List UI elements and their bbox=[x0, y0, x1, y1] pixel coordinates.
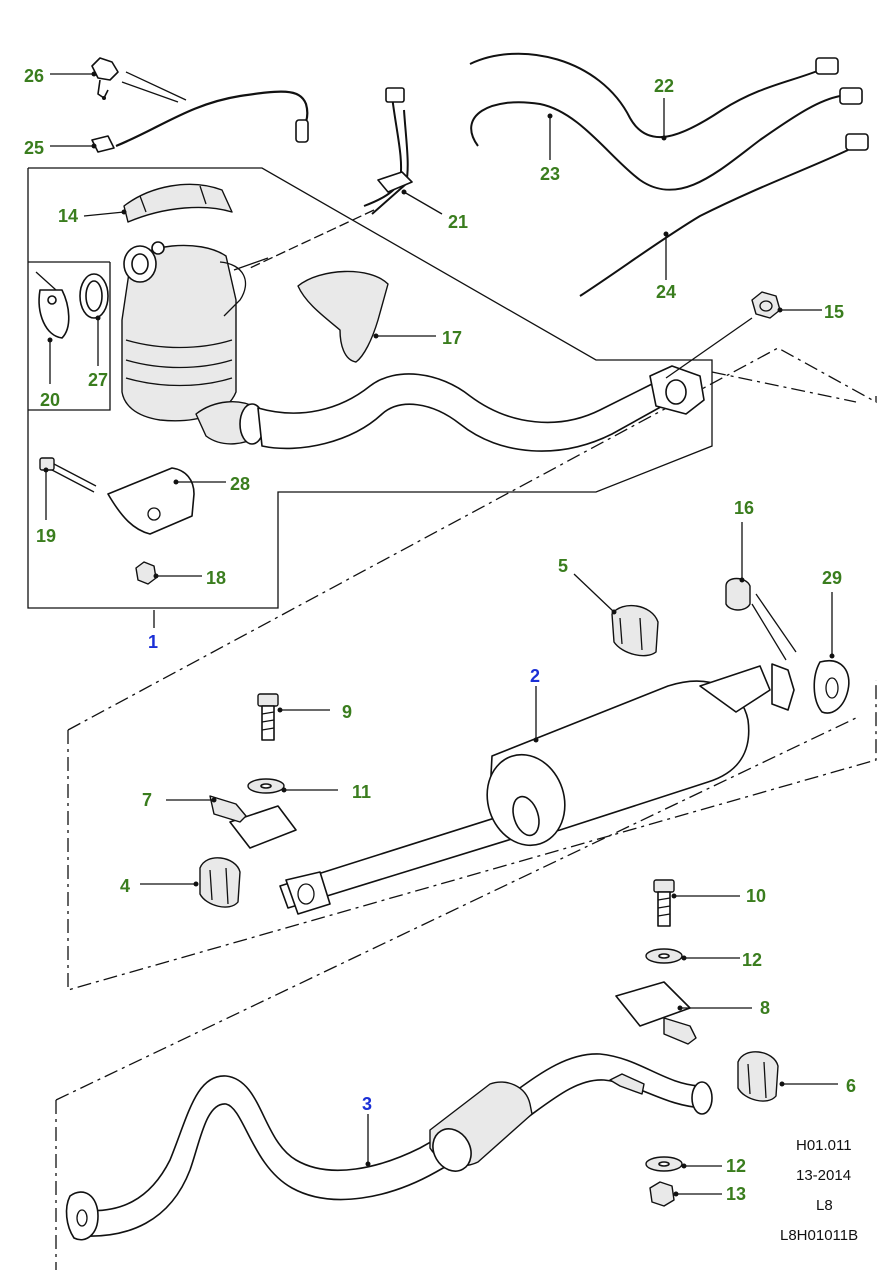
callout-15: 15 bbox=[824, 302, 844, 322]
heat-shield-14 bbox=[123, 183, 233, 223]
callout-12-upper: 12 bbox=[742, 950, 762, 970]
callout-12-lower: 12 bbox=[726, 1156, 746, 1176]
gasket-27 bbox=[79, 273, 109, 319]
callout-4: 4 bbox=[120, 876, 130, 896]
callout-10: 10 bbox=[746, 886, 766, 906]
callout-labels: 1 2 3 4 5 6 7 8 9 10 11 12 12 13 14 15 1… bbox=[24, 66, 856, 1204]
washer-12-lower bbox=[645, 1156, 683, 1172]
reference-block: H01.011 13-2014 L8 L8H01011B bbox=[780, 1137, 858, 1244]
callout-1: 1 bbox=[148, 632, 158, 652]
callout-2: 2 bbox=[530, 666, 540, 686]
callout-9: 9 bbox=[342, 702, 352, 722]
dashed-boundaries bbox=[55, 347, 877, 1270]
mount-4 bbox=[199, 857, 241, 908]
callout-21: 21 bbox=[448, 212, 468, 232]
callout-28: 28 bbox=[230, 474, 250, 494]
callout-5: 5 bbox=[558, 556, 568, 576]
callout-18: 18 bbox=[206, 568, 226, 588]
reference-code: H01.011 bbox=[796, 1137, 852, 1154]
mount-5 bbox=[611, 604, 659, 657]
callout-29: 29 bbox=[822, 568, 842, 588]
callout-14: 14 bbox=[58, 206, 78, 226]
heat-shield-17 bbox=[297, 270, 389, 363]
callout-13: 13 bbox=[726, 1184, 746, 1204]
reference-date: 13-2014 bbox=[796, 1167, 851, 1184]
hanger-bracket-7 bbox=[209, 795, 297, 849]
callout-11: 11 bbox=[352, 782, 371, 802]
oxygen-sensor-25 bbox=[91, 90, 309, 153]
nut-18 bbox=[135, 561, 157, 585]
tail-pipe-3 bbox=[65, 1053, 713, 1241]
callout-26: 26 bbox=[24, 66, 44, 86]
catalytic-converter bbox=[121, 241, 269, 445]
callout-3: 3 bbox=[362, 1094, 372, 1114]
temp-sensors-22-23-24 bbox=[469, 52, 869, 297]
callout-17: 17 bbox=[442, 328, 462, 348]
muffler-2 bbox=[279, 659, 850, 915]
nut-16 bbox=[725, 577, 797, 661]
leader-lines bbox=[43, 71, 838, 1197]
callout-27: 27 bbox=[88, 370, 108, 390]
reference-model: L8 bbox=[816, 1197, 833, 1214]
front-pipe bbox=[257, 365, 705, 452]
sensor-clip-26 bbox=[91, 57, 187, 103]
washer-11 bbox=[247, 778, 285, 794]
nut-13 bbox=[649, 1181, 675, 1207]
callout-22: 22 bbox=[654, 76, 674, 96]
callout-23: 23 bbox=[540, 164, 560, 184]
callout-19: 19 bbox=[36, 526, 56, 546]
callout-20: 20 bbox=[40, 390, 60, 410]
callout-16: 16 bbox=[734, 498, 754, 518]
callout-8: 8 bbox=[760, 998, 770, 1018]
callout-6: 6 bbox=[846, 1076, 856, 1096]
bracket-28 bbox=[107, 467, 195, 535]
callout-25: 25 bbox=[24, 138, 44, 158]
washer-12-upper bbox=[645, 948, 683, 964]
bolt-10 bbox=[653, 879, 675, 927]
assembly-1-boundary bbox=[27, 167, 713, 609]
clamp-20 bbox=[35, 271, 70, 339]
reference-illustration-id: L8H01011B bbox=[780, 1227, 858, 1244]
bolt-9 bbox=[257, 693, 279, 741]
harness-21 bbox=[363, 87, 413, 215]
bolt-19 bbox=[39, 457, 97, 493]
hanger-bracket-8 bbox=[615, 981, 697, 1045]
mount-6 bbox=[737, 1051, 779, 1102]
nut-15 bbox=[751, 291, 781, 319]
callout-24: 24 bbox=[656, 282, 676, 302]
callout-7: 7 bbox=[142, 790, 152, 810]
